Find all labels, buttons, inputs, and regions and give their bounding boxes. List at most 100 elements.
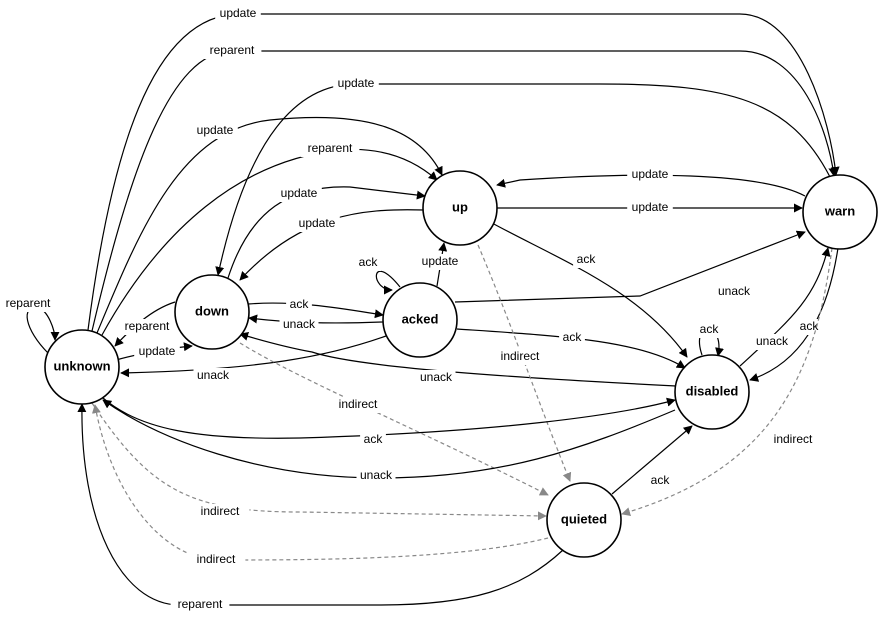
state-label: disabled: [686, 383, 739, 398]
state-disabled: disabled: [674, 354, 750, 430]
transition-up-to-disabled: ack: [491, 222, 688, 358]
transition-label: ack: [651, 473, 671, 487]
state-circle: [422, 170, 498, 246]
transition-label-background: [286, 297, 312, 313]
transition-label: update: [632, 167, 669, 181]
transition-label-background: [355, 255, 381, 271]
transition-label: unack: [283, 317, 316, 331]
transition-disabled-to-down: unack: [239, 332, 677, 387]
transition-label-background: [714, 284, 754, 300]
transition-label-background: [356, 468, 396, 484]
transition-unknown-to-down: update: [115, 342, 193, 361]
transition-up-to-warn: update: [497, 200, 803, 216]
transition-label: reparent: [210, 43, 255, 57]
transition-label: indirect: [339, 397, 378, 411]
transition-label-background: [696, 322, 722, 338]
transition-label-background: [559, 330, 585, 346]
transition-arrow: [101, 148, 438, 336]
transition-label-background: [117, 319, 177, 335]
transition-label-background: [202, 43, 262, 59]
transition-arrow: [239, 342, 549, 496]
transition-label-background: [186, 552, 246, 568]
transition-disabled-to-unknown: unack: [102, 399, 676, 484]
transition-label: reparent: [125, 319, 170, 333]
transition-label-background: [763, 432, 823, 448]
transition-label-background: [300, 141, 360, 157]
transition-acked-to-down: unack: [248, 314, 384, 333]
transition-acked-to-disabled: ack: [456, 328, 686, 369]
state-label: up: [452, 199, 468, 214]
transition-label-background: [647, 473, 673, 489]
transition-arrow: [491, 222, 688, 358]
transition-label: reparent: [308, 141, 353, 155]
transition-quieted-to-disabled: ack: [611, 425, 693, 495]
transition-disabled-to-warn: unack: [739, 247, 831, 367]
transition-arrow: [102, 397, 676, 439]
transitions-layer: update reparent update update reparent update…: [0, 6, 840, 613]
transition-arrow: [496, 174, 806, 197]
transition-label-background: [627, 200, 673, 216]
transition-arrow: [454, 230, 806, 303]
transition-unknown-to-unknown: reparent: [0, 296, 60, 354]
state-circle: [674, 354, 750, 430]
transition-label: unack: [718, 284, 751, 298]
transition-warn-to-down: update: [215, 76, 831, 276]
transition-label-background: [276, 186, 322, 202]
transition-label: indirect: [501, 349, 540, 363]
transition-acked-to-up: update: [417, 242, 463, 287]
transition-label: ack: [563, 330, 583, 344]
transition-arrow: [239, 332, 677, 387]
transition-label: indirect: [774, 432, 813, 446]
transition-label-background: [134, 344, 180, 360]
transition-label: indirect: [197, 552, 236, 566]
transition-unknown-to-quieted: indirect: [91, 402, 547, 521]
transition-label-background: [193, 368, 233, 384]
transition-label: unack: [756, 334, 789, 348]
transition-label: ack: [364, 432, 384, 446]
state-quieted: quieted: [546, 482, 622, 558]
transition-up-to-quieted: indirect: [477, 244, 572, 482]
transition-arrow: [247, 302, 384, 319]
transition-label: unack: [360, 468, 393, 482]
transition-arrow: [102, 399, 676, 479]
transition-label-background: [279, 317, 319, 333]
transition-arrow: [120, 335, 387, 378]
transition-arrow: [611, 425, 693, 495]
transition-label: update: [299, 216, 336, 230]
transition-label: update: [139, 344, 176, 358]
transition-label: update: [338, 76, 375, 90]
state-up: up: [422, 170, 498, 246]
transition-arrow: [456, 328, 686, 369]
transition-label-background: [192, 123, 238, 139]
transition-label-background: [627, 167, 673, 183]
transition-arrow: [227, 186, 426, 279]
state-acked: acked: [382, 282, 458, 358]
transition-down-to-acked: ack: [247, 297, 384, 319]
transition-unknown-to-up: update: [96, 116, 443, 334]
transition-down-to-quieted: indirect: [239, 342, 549, 496]
transition-label: update: [197, 123, 234, 137]
transition-label-background: [752, 334, 792, 350]
transition-label: ack: [700, 322, 720, 336]
transition-label: unack: [420, 370, 453, 384]
transition-acked-to-unknown: unack: [120, 335, 387, 384]
state-unknown: unknown: [44, 329, 120, 405]
transition-arrow: [91, 402, 547, 521]
state-label: down: [195, 303, 229, 318]
transition-label-background: [294, 216, 340, 232]
transition-label: ack: [359, 255, 379, 269]
state-label: warn: [824, 203, 855, 218]
state-circle: [802, 174, 878, 250]
transition-unknown-to-warn: reparent: [91, 43, 838, 332]
transition-unknown-to-disabled: ack: [102, 397, 676, 448]
transition-acked-to-warn: unack: [454, 230, 806, 303]
transition-arrow: [215, 83, 831, 276]
state-down: down: [174, 274, 250, 350]
transition-unknown-to-warn: update: [87, 6, 840, 331]
state-label: quieted: [561, 511, 607, 526]
state-label: unknown: [53, 358, 110, 373]
transition-down-to-up: update: [227, 186, 426, 279]
transition-up-to-down: update: [239, 209, 425, 281]
transition-label-background: [417, 254, 463, 270]
